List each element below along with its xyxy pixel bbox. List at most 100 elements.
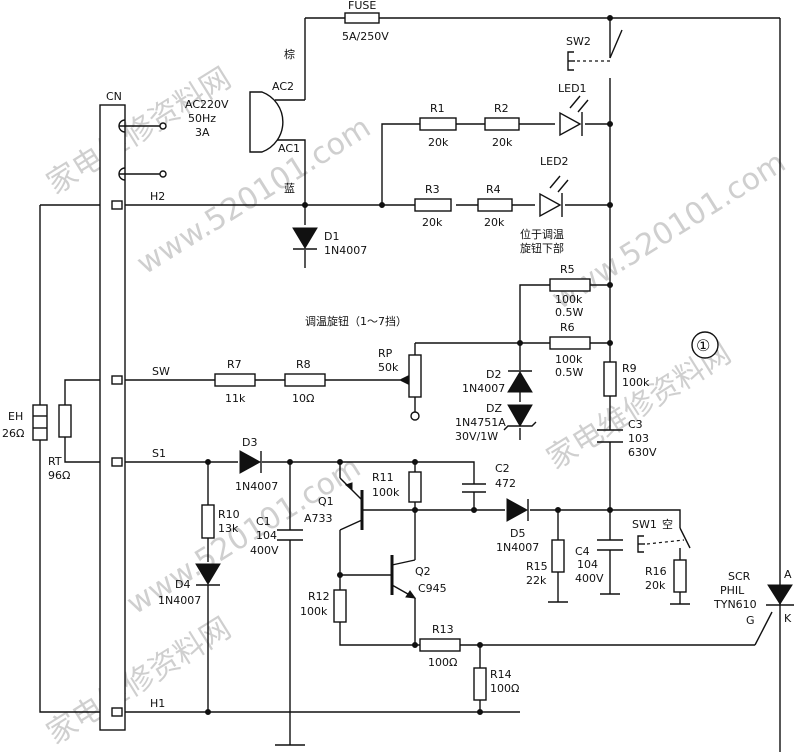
switch-sw2: SW2 <box>566 29 623 71</box>
r4-name: R4 <box>486 183 501 196</box>
c2-name: C2 <box>495 462 510 475</box>
zener-dz: DZ 1N4751A 30V/1W <box>455 402 537 443</box>
led2-label: LED2 <box>540 155 569 168</box>
knob-note: 调温旋钮（1～7挡） <box>305 314 407 328</box>
dz-type: 1N4751A <box>455 416 506 429</box>
r1-name: R1 <box>430 102 445 115</box>
wiring <box>39 17 781 752</box>
resistor-r8: R8 10Ω <box>284 358 326 405</box>
rp-name: RP <box>378 347 393 360</box>
heater-eh: EH 26Ω <box>2 404 48 441</box>
d4-type: 1N4007 <box>158 594 201 607</box>
r6-name: R6 <box>560 321 575 334</box>
resistor-r6: R6 100k 0.5W <box>549 321 591 379</box>
diode-d3: D3 1N4007 <box>235 436 278 493</box>
junction-dots <box>205 15 613 715</box>
r11-value: 100k <box>372 486 400 499</box>
pin-h1-label: H1 <box>150 697 165 710</box>
transistor-q2: Q2 C945 <box>390 555 447 599</box>
eh-name: EH <box>8 410 23 423</box>
r13-name: R13 <box>432 623 454 636</box>
led1-label: LED1 <box>558 82 587 95</box>
diode-d2: D2 1N4007 <box>462 368 533 395</box>
scr-gate: G <box>746 614 755 627</box>
r10-name: R10 <box>218 508 240 521</box>
capacitor-c3: C3 103 630V <box>597 418 657 459</box>
rt-value: 96Ω <box>48 469 70 482</box>
r5-power: 0.5W <box>555 306 583 319</box>
r2-name: R2 <box>494 102 509 115</box>
c4-name: C4 <box>575 545 590 558</box>
r9-value: 100k <box>622 376 650 389</box>
diode-d4: D4 1N4007 <box>158 563 221 607</box>
resistor-r2: R2 20k <box>484 102 520 149</box>
q1-name: Q1 <box>318 495 334 508</box>
r9-name: R9 <box>622 362 637 375</box>
resistor-r16: R16 20k <box>645 559 687 593</box>
q1-type: A733 <box>304 512 333 525</box>
watermark-layer: 家电维修资料网 www.520101.com www.520101.com 家电… <box>41 61 792 752</box>
r4-value: 20k <box>484 216 505 229</box>
wire-blue-label: 蓝 <box>284 182 295 195</box>
capacitor-c1: C1 104 400V <box>250 515 303 557</box>
r8-value: 10Ω <box>292 392 314 405</box>
callout-marker: ① <box>691 331 719 359</box>
resistor-r10: R10 13k <box>201 504 240 539</box>
c1-name: C1 <box>256 515 271 528</box>
fuse-rating: 5A/250V <box>342 30 389 43</box>
resistor-r11: R11 100k <box>372 471 422 503</box>
r6-value: 100k <box>555 353 583 366</box>
connector-cn-label: CN <box>106 90 122 103</box>
sw2-label: SW2 <box>566 35 591 48</box>
resistor-r4: R4 20k <box>477 183 513 229</box>
rp-value: 50k <box>378 361 399 374</box>
pin-s1-label: S1 <box>152 447 166 460</box>
rt-name: RT <box>48 455 62 468</box>
wire-brown-label: 棕 <box>284 47 295 61</box>
scr-anode: A <box>784 568 792 581</box>
terminal-ac1: AC1 <box>278 142 300 155</box>
r5-name: R5 <box>560 263 575 276</box>
d1-name: D1 <box>324 230 339 243</box>
thyristor-scr: SCR PHIL TYN610 A K G <box>713 568 794 627</box>
power-input: AC220V 50Hz 3A AC2 AC1 棕 蓝 <box>185 47 306 195</box>
d2-name: D2 <box>486 368 501 381</box>
scr-cathode: K <box>784 612 792 625</box>
sw1-note: 空 <box>662 517 673 531</box>
led2-note-1: 位于调温 <box>520 227 564 241</box>
r13-value: 100Ω <box>428 656 457 669</box>
pin-h2-label: H2 <box>150 190 165 203</box>
c3-code: 103 <box>628 432 649 445</box>
r16-name: R16 <box>645 565 667 578</box>
r2-value: 20k <box>492 136 513 149</box>
r14-value: 100Ω <box>490 682 519 695</box>
r12-value: 100k <box>300 605 328 618</box>
fuse: FUSE 5A/250V <box>342 0 389 43</box>
eh-value: 26Ω <box>2 427 24 440</box>
r1-value: 20k <box>428 136 449 149</box>
r10-value: 13k <box>218 522 239 535</box>
r14-name: R14 <box>490 668 512 681</box>
capacitor-c2: C2 472 <box>462 462 516 493</box>
d3-type: 1N4007 <box>235 480 278 493</box>
resistor-r12: R12 100k <box>300 589 347 623</box>
r5-value: 100k <box>555 293 583 306</box>
c4-voltage: 400V <box>575 572 604 585</box>
callout-number: ① <box>696 336 710 355</box>
led1: LED1 <box>558 82 589 137</box>
d4-name: D4 <box>175 578 190 591</box>
diode-d1: D1 1N4007 <box>292 227 367 257</box>
resistor-r13: R13 100Ω <box>419 623 461 669</box>
r3-value: 20k <box>422 216 443 229</box>
r15-name: R15 <box>526 560 548 573</box>
r7-name: R7 <box>227 358 242 371</box>
r12-name: R12 <box>308 590 330 603</box>
transistor-q1: Q1 A733 <box>304 477 364 531</box>
r3-name: R3 <box>425 183 440 196</box>
resistor-r15: R15 22k <box>526 539 565 587</box>
r16-value: 20k <box>645 579 666 592</box>
r6-power: 0.5W <box>555 366 583 379</box>
capacitor-c4: C4 104 400V <box>575 539 623 585</box>
switch-sw1: SW1 空 <box>632 517 691 553</box>
